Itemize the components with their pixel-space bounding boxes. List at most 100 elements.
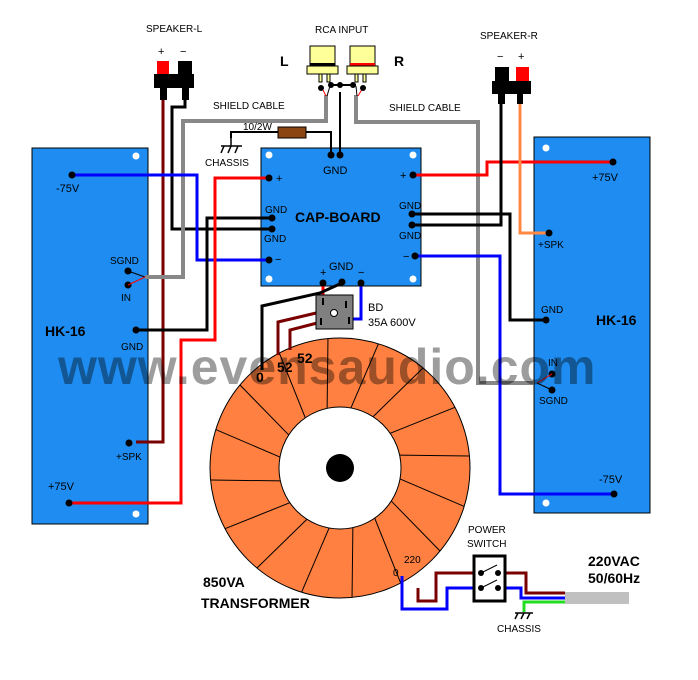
winding-segment-line: [399, 454, 470, 457]
mounting-hole: [265, 275, 273, 283]
rca-input-label: RCA INPUT: [315, 25, 368, 36]
power-switch-label-2: SWITCH: [467, 539, 506, 550]
wire-hk-right-gnd: [413, 212, 546, 322]
wire-hk-left-pos-v: [69, 176, 269, 505]
winding-segment-line: [239, 384, 290, 436]
chassis-bottom-label: CHASSIS: [497, 624, 541, 635]
watermark: www.evensaudio.com: [57, 339, 597, 395]
hk16-right-board: [533, 136, 651, 514]
cap-board: [260, 147, 422, 287]
wire-primary-220: [416, 571, 480, 603]
wire-transformer-0: [260, 281, 343, 370]
wire-speaker-r-minus: [413, 100, 503, 227]
shield-cable-right: [354, 95, 534, 385]
speaker-l-terminal: [154, 61, 194, 100]
cap-bottom-gnd-label: GND: [329, 261, 354, 273]
shield-cable-left: [145, 95, 328, 279]
cap-bottom-minus-label: −: [358, 267, 364, 279]
chassis-ground-icon: [514, 612, 533, 620]
cap-plus-left-label: +: [276, 173, 282, 185]
winding-segment-line: [390, 500, 441, 552]
shield-cable-left-label: SHIELD CABLE: [213, 101, 285, 112]
wire-resistor-chassis: [230, 131, 278, 138]
speaker-l-minus-post: [178, 61, 192, 74]
wire-mains-earth: [522, 600, 565, 612]
hk-left-pos-v-label: +75V: [48, 481, 75, 493]
speaker-l-lug: [160, 88, 167, 100]
cap-gnd-left-2-label: GND: [264, 234, 286, 245]
speaker-r-terminal: [492, 67, 531, 104]
tap-220-label: 220: [404, 555, 421, 566]
wire-mains-neutral: [498, 586, 565, 600]
hk-left-title: HK-16: [45, 323, 86, 339]
cap-minus-left-label: −: [275, 254, 281, 266]
hk16-left-panel: [31, 147, 149, 525]
cap-gnd-top-label: GND: [323, 165, 348, 177]
winding-segment-line: [278, 352, 306, 419]
rca-right-shield: [355, 85, 358, 97]
hk-left-in-label: IN: [121, 293, 131, 304]
tap-0-bottom-label: 0: [393, 568, 399, 579]
speaker-l-label: SPEAKER-L: [146, 24, 203, 35]
transformer-power-label: 850VA: [203, 574, 245, 590]
power-switch[interactable]: [472, 554, 507, 603]
speaker-r-plus-label: +: [518, 51, 524, 63]
wire-primary-0: [400, 576, 480, 611]
sgnd-lead-right: [536, 382, 553, 391]
cap-board-panel: [260, 147, 422, 287]
cap-plus-right-label: +: [400, 170, 406, 182]
wire-resistor-gnd: [306, 131, 332, 155]
wire-hk-left-neg-v: [72, 173, 269, 262]
resistor-label: 10/2W: [243, 122, 272, 133]
hk-right-title: HK-16: [596, 312, 637, 328]
winding-segment-line: [301, 527, 330, 593]
wire-hk-right-pos-v: [413, 160, 613, 177]
hk-left-spk-label: +SPK: [116, 452, 142, 463]
winding-segment-line: [256, 518, 308, 569]
mains-cord: [565, 592, 629, 604]
bridge-rating: 35A 600V: [368, 317, 416, 329]
mounting-hole: [132, 152, 140, 160]
speaker-l-plus-label: +: [158, 46, 164, 58]
mounting-hole: [542, 144, 550, 152]
speaker-r-minus-label: −: [497, 51, 503, 63]
speaker-r-minus-post: [495, 67, 509, 81]
winding-segment-line: [399, 478, 465, 507]
speaker-r-label: SPEAKER-R: [480, 31, 538, 42]
hk16-right-panel: [533, 136, 651, 514]
hk16-left-board: [31, 147, 149, 525]
transformer-windings: [210, 338, 470, 598]
winding-segment-line: [350, 343, 379, 409]
speaker-l-lug: [182, 88, 189, 100]
winding-segment-line: [326, 338, 329, 409]
chassis-top-label: CHASSIS: [205, 158, 249, 169]
transformer: [209, 337, 471, 599]
cap-gnd-right-2-label: GND: [399, 231, 421, 242]
power-switch-label-1: POWER: [468, 525, 506, 536]
hk-right-pos-v-label: +75V: [592, 172, 619, 184]
cap-board-title: CAP-BOARD: [295, 209, 381, 225]
rca-right-label: R: [394, 53, 404, 69]
wire-mains-live: [498, 571, 565, 595]
wire-speaker-r-plus: [518, 100, 549, 235]
mains-voltage-label: 220VAC: [588, 553, 640, 569]
speaker-r-plus-post: [516, 67, 529, 81]
hk-right-spk-label: +SPK: [538, 240, 564, 251]
speaker-r-body: [492, 81, 531, 94]
cap-gnd-left-1-label: GND: [265, 205, 287, 216]
cap-minus-right-label: −: [403, 251, 409, 263]
speaker-l-plus-post: [157, 61, 169, 74]
transformer-label: TRANSFORMER: [201, 595, 310, 611]
hk-left-neg-v-label: -75V: [56, 183, 80, 195]
hk-right-neg-v-label: -75V: [599, 474, 623, 486]
wire-hk-left-gnd: [136, 216, 269, 332]
winding-segment-line: [374, 517, 402, 584]
speaker-l-minus-label: −: [180, 46, 186, 58]
tap-0-top-label: 0: [256, 369, 264, 385]
speaker-l-body: [154, 74, 194, 88]
shield-cable-right-label: SHIELD CABLE: [389, 103, 461, 114]
bridge-label: BD: [368, 302, 383, 314]
rca-right-jack: [346, 45, 379, 83]
resistor: [277, 126, 307, 139]
